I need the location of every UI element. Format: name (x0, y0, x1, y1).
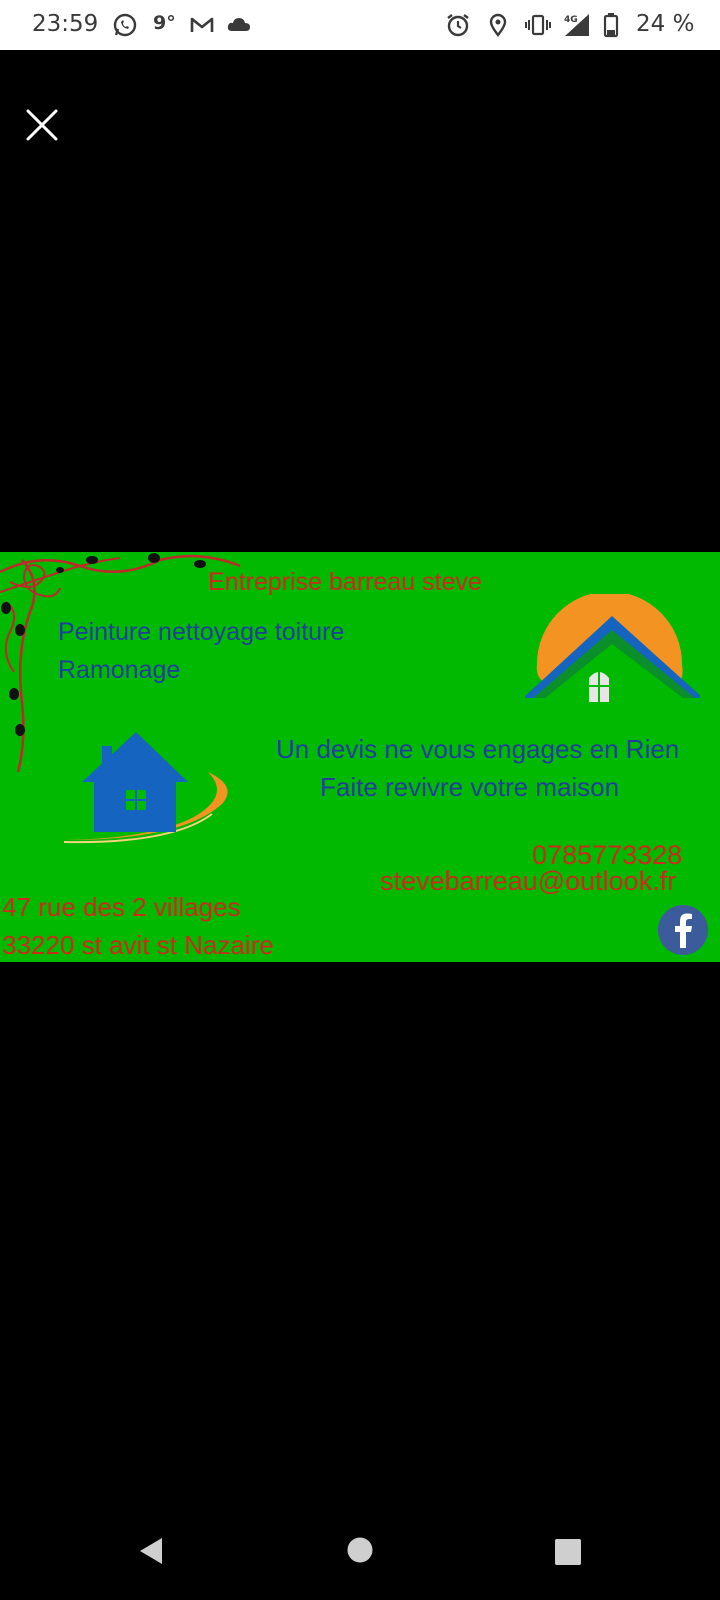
signal-icon: 4G (564, 14, 589, 36)
address-line-2: 33220 st avit st Nazaire (2, 930, 274, 960)
status-time: 23:59 (32, 11, 99, 37)
facebook-icon (658, 905, 708, 955)
services-line-2: Ramonage (58, 656, 181, 684)
recents-icon[interactable] (554, 1538, 582, 1566)
navigation-bar (0, 1514, 720, 1600)
business-card-image[interactable]: Entreprise barreau steve Peinture nettoy… (0, 552, 720, 962)
location-icon (489, 13, 507, 37)
company-name: Entreprise barreau steve (208, 568, 482, 596)
cloud-icon (227, 18, 250, 31)
close-icon[interactable] (20, 103, 64, 147)
status-bar: 23:59 9° 4G (0, 0, 720, 50)
whatsapp-icon (113, 13, 137, 37)
vibrate-icon (525, 14, 551, 36)
slogan-line-2: Faite revivre votre maison (320, 772, 620, 802)
address-line-1: 47 rue des 2 villages (2, 892, 241, 922)
services-line-1: Peinture nettoyage toiture (58, 618, 345, 646)
email-address: stevebarreau@outlook.fr (380, 866, 677, 896)
roof-logo-icon (525, 594, 700, 702)
home-icon[interactable] (346, 1536, 374, 1564)
battery-icon (603, 13, 619, 38)
phone-number: 0785773328 (532, 840, 683, 870)
alarm-icon (447, 14, 469, 37)
battery-percentage: 24 % (636, 11, 695, 37)
vine-ornament (0, 553, 241, 773)
temperature-label: 9° (153, 12, 176, 34)
network-type-label: 4G (564, 15, 578, 25)
gmail-icon (190, 17, 214, 32)
house-logo-icon (63, 732, 228, 844)
back-icon[interactable] (136, 1534, 166, 1568)
slogan-line-1: Un devis ne vous engages en Rien (276, 734, 680, 764)
